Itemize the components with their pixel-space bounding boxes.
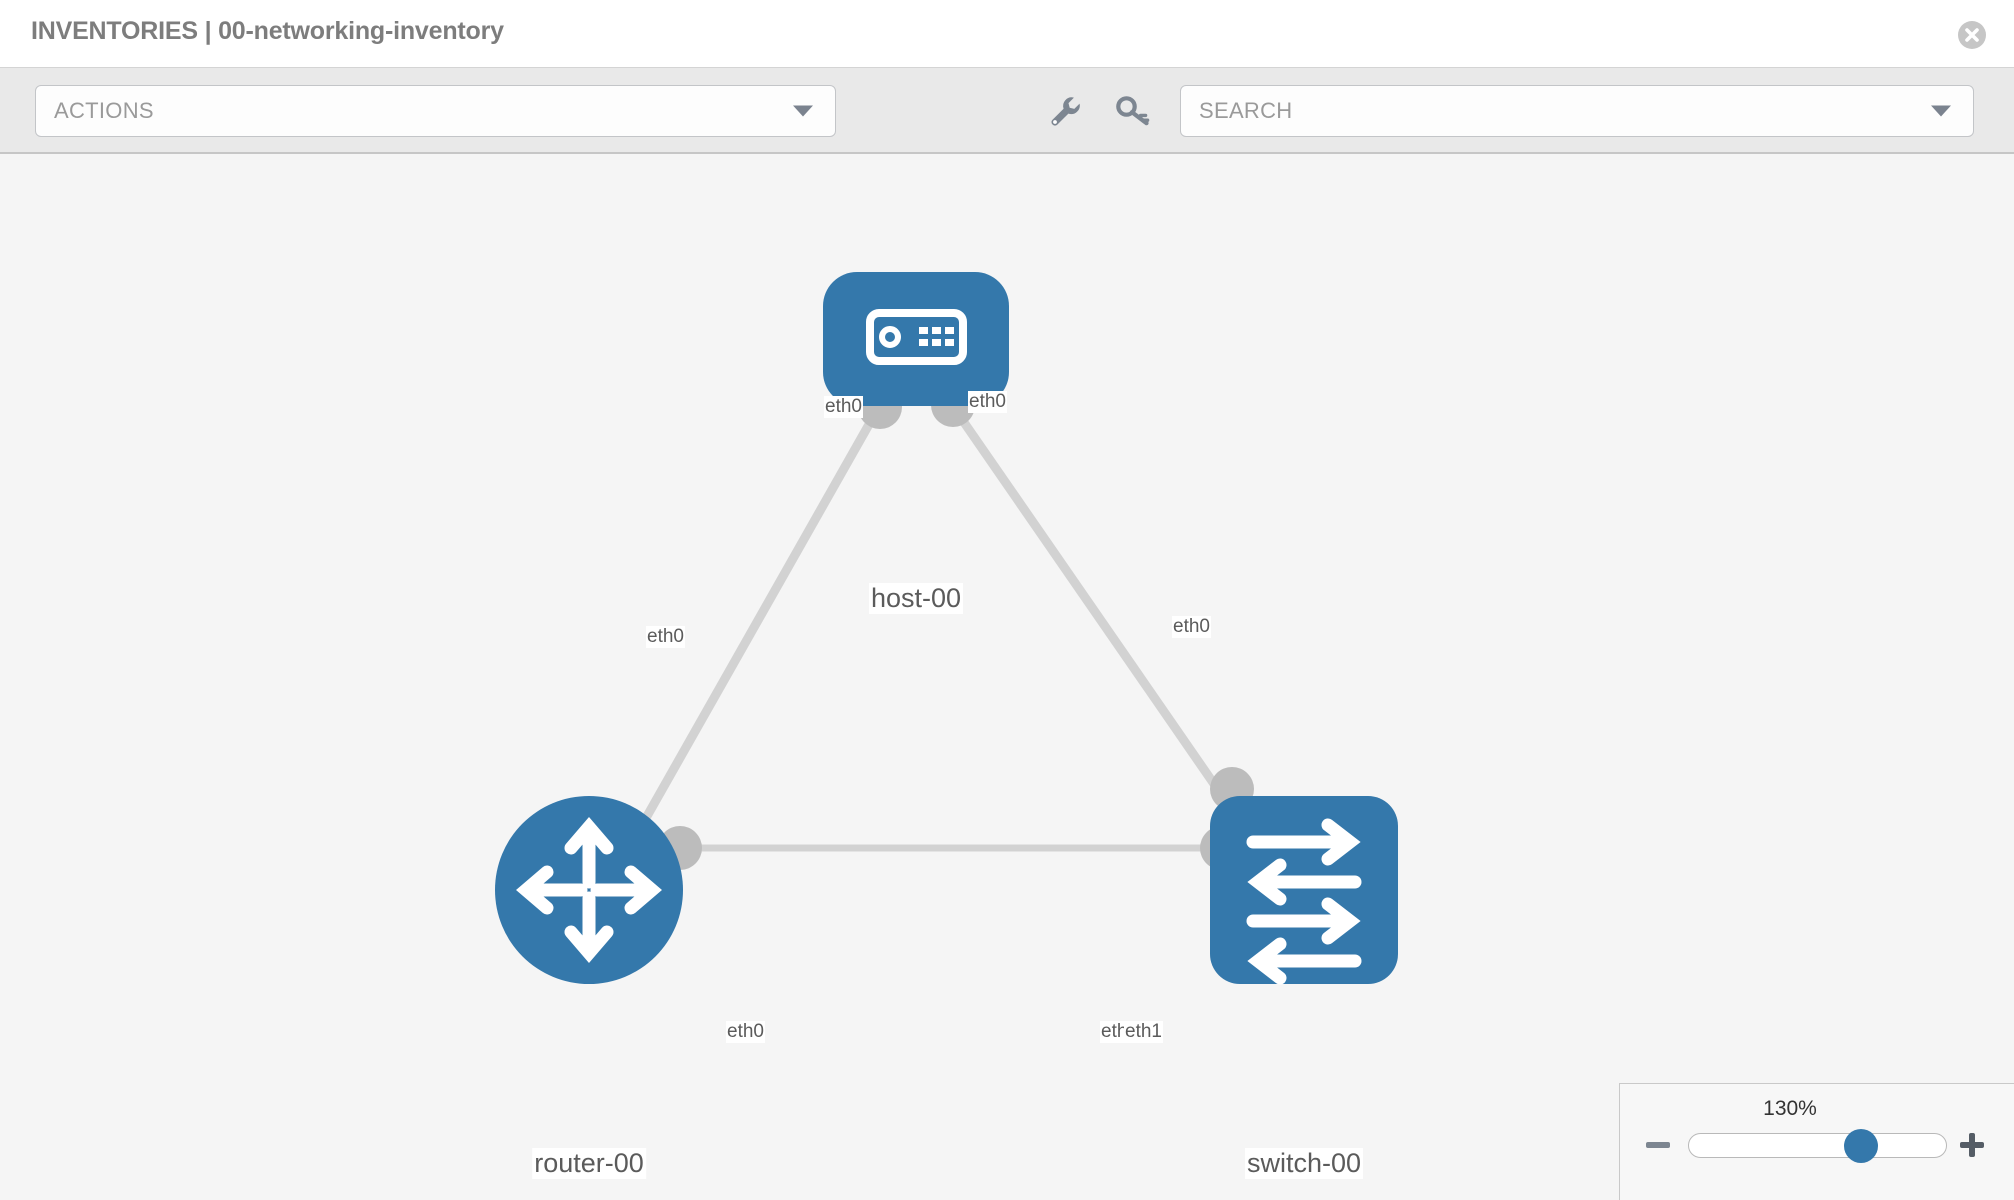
port-label: eth0 <box>646 626 685 648</box>
port-label: eth0 <box>968 391 1007 413</box>
port-label: eth <box>1100 1021 1129 1043</box>
topology-node-host-00[interactable] <box>823 272 1009 406</box>
close-circle-icon[interactable] <box>1957 20 1987 50</box>
page-title: INVENTORIES | 00-networking-inventory <box>31 17 504 45</box>
actions-dropdown[interactable]: ACTIONS <box>35 85 836 137</box>
link-host-switch[interactable] <box>948 402 1236 813</box>
zoom-slider[interactable] <box>1688 1129 1947 1163</box>
minus-icon[interactable] <box>1643 1130 1673 1160</box>
page-header: INVENTORIES | 00-networking-inventory <box>0 0 2014 68</box>
node-label-router-00: router-00 <box>532 1148 646 1179</box>
node-label-switch-00: switch-00 <box>1244 1148 1364 1179</box>
zoom-control-panel: 130% <box>1619 1083 2014 1200</box>
port-label: eth0 <box>1172 616 1211 638</box>
chevron-down-icon[interactable] <box>1931 105 1951 117</box>
router-arrows-icon <box>516 817 662 963</box>
link-host-router[interactable] <box>621 402 884 858</box>
chevron-down-icon <box>793 105 813 117</box>
actions-dropdown-label: ACTIONS <box>54 98 154 123</box>
port-label: eth0 <box>824 396 863 418</box>
search-placeholder: SEARCH <box>1199 98 1293 123</box>
port-label: eth1 <box>1124 1021 1163 1043</box>
topology-node-router-00[interactable] <box>495 796 683 984</box>
node-label-host-00: host-00 <box>868 583 964 614</box>
search-input[interactable]: SEARCH <box>1180 85 1974 137</box>
plus-icon[interactable] <box>1957 1130 1987 1160</box>
topology-graph <box>495 272 1398 985</box>
topology-canvas[interactable]: eth0 eth0 eth0 eth0 eth0 eth eth1 host-0… <box>0 155 2014 1200</box>
port-label: eth0 <box>726 1021 765 1043</box>
server-device-icon <box>866 309 967 365</box>
zoom-slider-thumb[interactable] <box>1844 1129 1878 1163</box>
topology-node-switch-00[interactable] <box>1210 796 1398 985</box>
key-icon[interactable] <box>1112 90 1154 132</box>
zoom-percent-label: 130% <box>1763 1097 1817 1120</box>
switch-arrows-icon <box>1246 818 1362 985</box>
toolbar: ACTIONS SEARCH <box>0 68 2014 154</box>
wrench-icon[interactable] <box>1043 90 1085 132</box>
